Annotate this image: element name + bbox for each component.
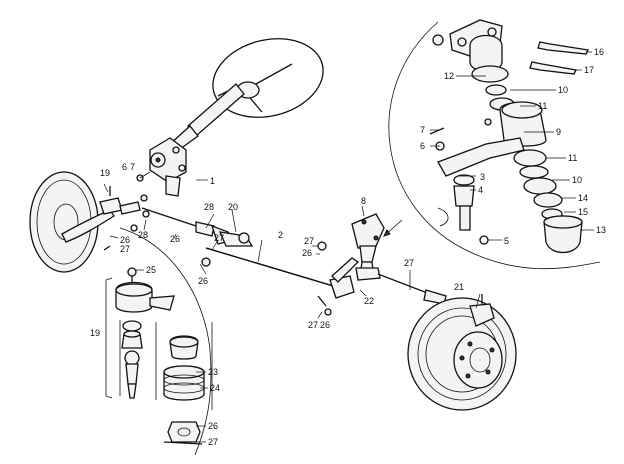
callout-27-lower: 27: [208, 437, 218, 447]
callout-3: 3: [480, 172, 485, 182]
callout-6-gear: 6: [122, 162, 127, 172]
callout-7-inset: 7: [420, 125, 425, 135]
right-wheel-drum: [407, 294, 517, 411]
callout-20: 20: [228, 202, 238, 212]
steering-gearbox: [136, 137, 187, 197]
callout-19-top: 19: [100, 168, 110, 178]
callout-15: 15: [578, 207, 588, 217]
detail-divider-curve: [119, 227, 212, 456]
callout-13: 13: [596, 225, 606, 235]
callout-1: 1: [210, 176, 215, 186]
leader-lines: [103, 51, 594, 443]
idler-bracket: [331, 213, 385, 283]
callout-labels: 1 2 3 4 5 6 7 6 7 8 9 10 10 11 11 12 13 …: [90, 47, 606, 447]
callout-21: 21: [454, 282, 464, 292]
callout-27-center: 27: [214, 233, 224, 243]
callout-5: 5: [504, 236, 509, 246]
callout-26-lower: 26: [208, 421, 218, 431]
callout-27-left: 27: [120, 244, 130, 254]
callout-26-idler: 26: [302, 248, 312, 258]
callout-11-upper: 11: [538, 101, 547, 111]
callout-26-left: 26: [120, 235, 130, 245]
callout-19-detail: 19: [90, 328, 100, 338]
steering-wheel: [212, 38, 324, 118]
callout-10-lower: 10: [572, 175, 582, 185]
callout-25: 25: [146, 265, 156, 275]
callout-24: 24: [210, 383, 220, 393]
callout-12: 12: [444, 71, 454, 81]
steering-column: [169, 83, 245, 153]
callout-26-bottom-center: 26: [320, 320, 330, 330]
callout-29: 28: [204, 202, 214, 212]
callout-28-right: 27: [404, 258, 414, 268]
ball-joint-exploded: [105, 267, 213, 445]
callout-23: 23: [208, 367, 218, 377]
callout-30: 28: [138, 230, 148, 240]
callout-14: 14: [578, 193, 588, 203]
callout-6-inset: 6: [420, 141, 425, 151]
inset-divider-curve: [388, 21, 601, 270]
callout-28-left: 26: [170, 234, 180, 244]
callout-26-center: 26: [198, 276, 208, 286]
center-drag-link: [205, 247, 355, 299]
callout-17: 17: [584, 65, 594, 75]
callout-27-bottom-center: 27: [308, 320, 318, 330]
center-idler-arm: [218, 231, 254, 247]
bracket-19: [105, 277, 113, 399]
inset-pointer-arrowhead: [383, 229, 391, 237]
left-steering-arm: [61, 186, 123, 243]
callout-9: 9: [556, 127, 561, 137]
callout-10-upper: 10: [558, 85, 568, 95]
callout-16: 16: [594, 47, 604, 57]
callout-7-gear: 7: [130, 162, 135, 172]
callout-2: 2: [278, 230, 283, 240]
callout-22: 22: [364, 296, 374, 306]
inset-idler-assembly: [429, 19, 589, 254]
callout-4: 4: [478, 185, 483, 195]
callout-8: 8: [361, 196, 366, 206]
callout-11-lower: 11: [568, 153, 577, 163]
callout-27-idler: 27: [304, 236, 314, 246]
